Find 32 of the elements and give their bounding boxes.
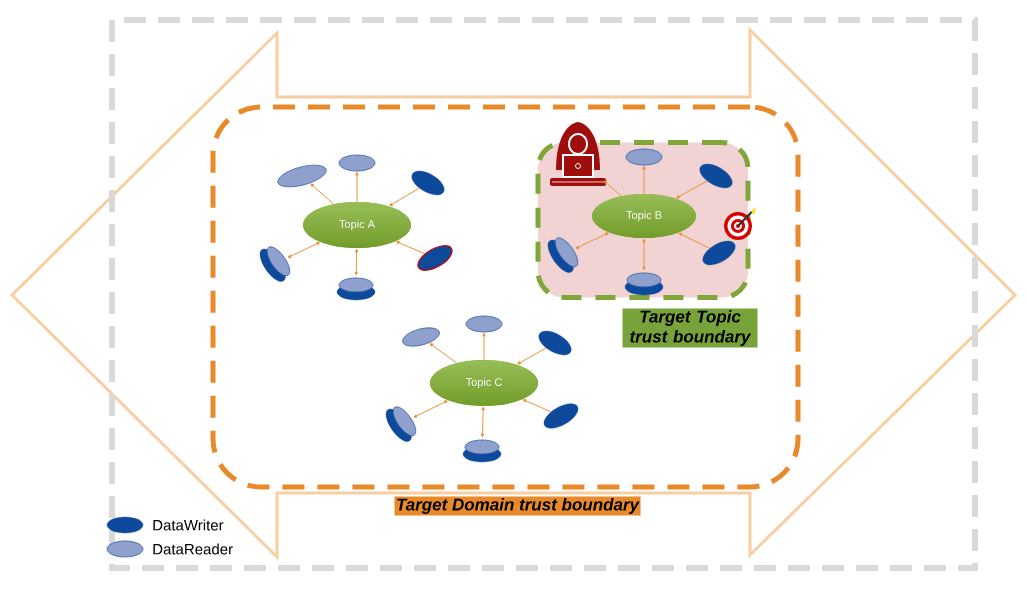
data-reader-ellipse — [625, 148, 663, 166]
arrow — [389, 187, 420, 207]
arrow — [396, 241, 426, 255]
arrow — [603, 180, 622, 197]
reader-writer-disk — [462, 439, 502, 463]
reader-writer-disk — [259, 246, 291, 282]
arrow — [310, 183, 334, 205]
arrow — [678, 232, 711, 249]
arrow — [642, 238, 646, 271]
arrow — [522, 399, 552, 413]
arrow — [517, 347, 547, 365]
reader-writer-disk — [624, 272, 664, 296]
arrow — [676, 180, 708, 199]
arrow — [575, 232, 609, 249]
reader-writer-disk — [547, 237, 579, 273]
legend-text: DataReader — [153, 543, 233, 555]
arrow — [480, 406, 485, 438]
boundary-label: Target Domain trust boundary — [394, 496, 641, 516]
arrow — [287, 242, 320, 258]
arrow — [482, 333, 486, 361]
legend-text: DataWriter — [153, 519, 224, 531]
reader-writer-disk — [336, 277, 376, 301]
data-reader-ellipse — [338, 154, 376, 172]
arrow — [429, 343, 458, 364]
data-reader-ellipse — [465, 315, 503, 333]
reader-writer-disk — [385, 406, 417, 442]
arrow — [354, 248, 359, 276]
arrow — [642, 166, 646, 195]
arrow — [355, 172, 359, 203]
hacker-drawing — [550, 122, 606, 186]
arrow — [413, 400, 448, 418]
boundary-label: Target Topic trust boundary — [622, 308, 758, 348]
